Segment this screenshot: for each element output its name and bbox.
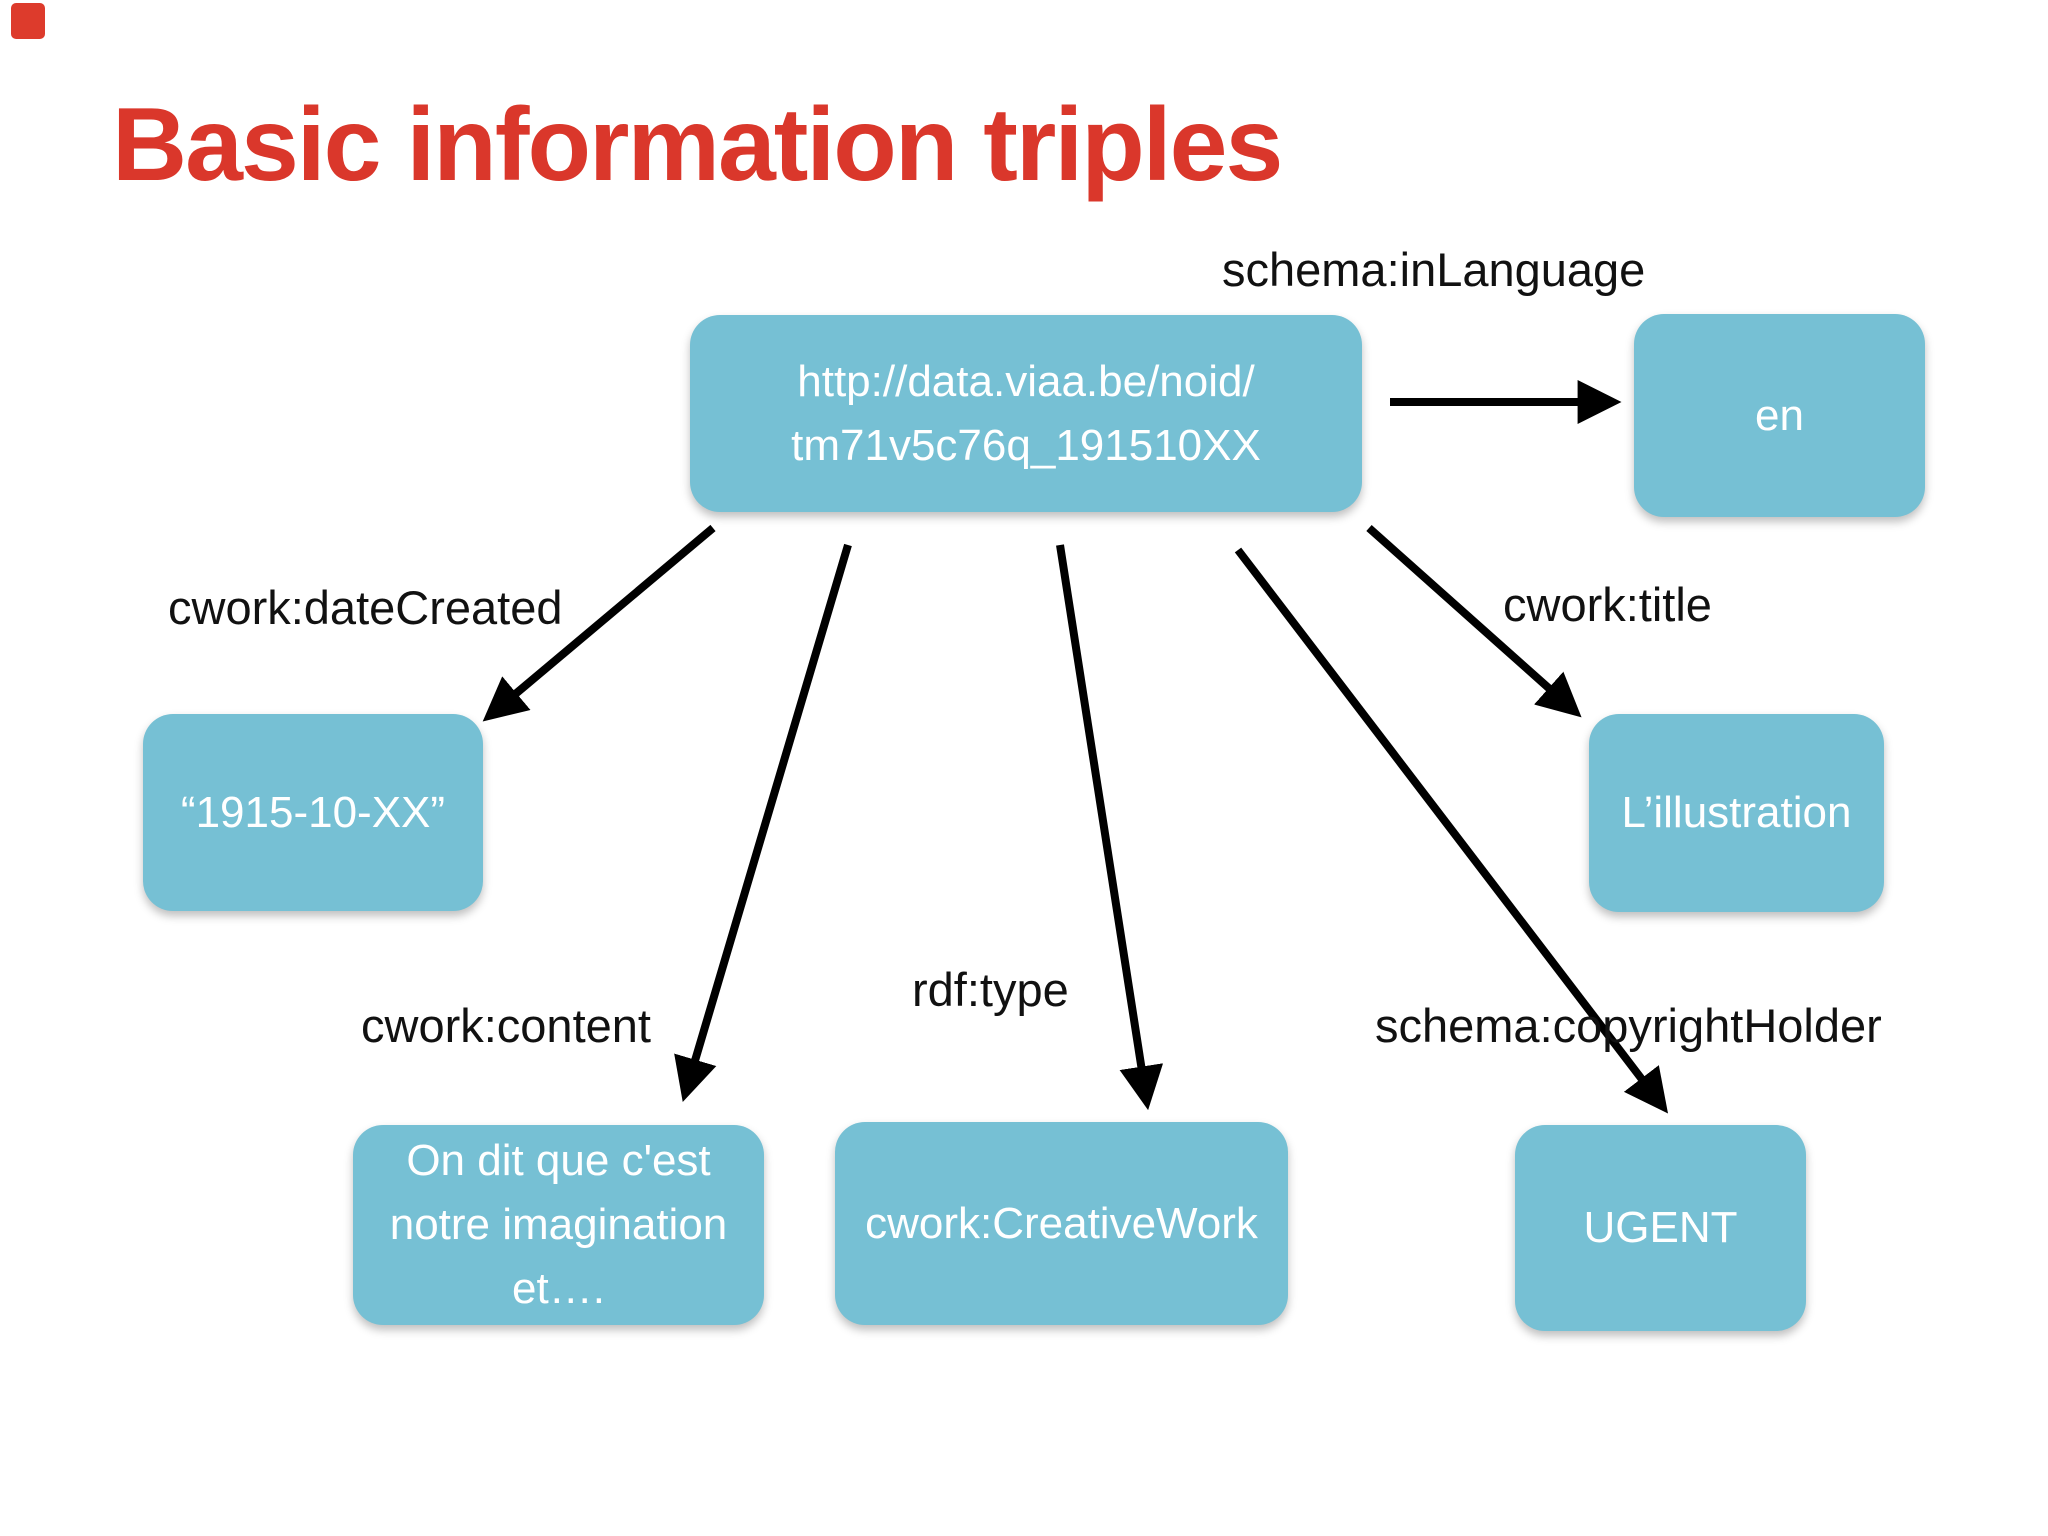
- arrow-rdf-type: [1056, 544, 1164, 1111]
- predicate-content: cwork:content: [361, 999, 651, 1052]
- predicate-in-language: schema:inLanguage: [1222, 243, 1646, 296]
- arrow-copyright-holder: [1234, 547, 1669, 1114]
- rdf-type-value: cwork:CreativeWork: [865, 1198, 1258, 1248]
- page-title: Basic information triples: [112, 87, 1283, 203]
- node-content: On dit que c'est notre imagination et….: [353, 1125, 764, 1325]
- predicate-rdf-type: rdf:type: [912, 963, 1069, 1016]
- node-work-title: L’illustration: [1589, 714, 1884, 912]
- node-copyright-holder: UGENT: [1515, 1125, 1806, 1331]
- arrow-content: [674, 543, 852, 1102]
- node-subject-uri: http://data.viaa.be/noid/ tm71v5c76q_191…: [690, 315, 1362, 512]
- predicate-copyright-holder: schema:copyrightHolder: [1375, 999, 1882, 1052]
- copyright-holder-value: UGENT: [1583, 1203, 1738, 1253]
- language-value: en: [1755, 390, 1804, 440]
- arrow-date-created: [482, 524, 716, 722]
- work-title-value: L’illustration: [1621, 788, 1852, 838]
- node-date-created: “1915-10-XX”: [143, 714, 483, 911]
- node-language: en: [1634, 314, 1925, 517]
- content-line3: et….: [512, 1263, 605, 1313]
- node-rdf-type: cwork:CreativeWork: [835, 1122, 1288, 1325]
- subject-uri-line1: http://data.viaa.be/noid/: [797, 356, 1255, 406]
- date-created-value: “1915-10-XX”: [180, 787, 446, 837]
- arrow-work-title: [1366, 525, 1582, 718]
- red-corner-marker: [11, 3, 45, 39]
- predicate-date-created: cwork:dateCreated: [168, 581, 563, 634]
- content-line2: notre imagination: [389, 1200, 728, 1250]
- subject-uri-line2: tm71v5c76q_191510XX: [791, 420, 1261, 470]
- predicate-work-title: cwork:title: [1503, 578, 1712, 631]
- content-line1: On dit que c'est: [406, 1136, 711, 1186]
